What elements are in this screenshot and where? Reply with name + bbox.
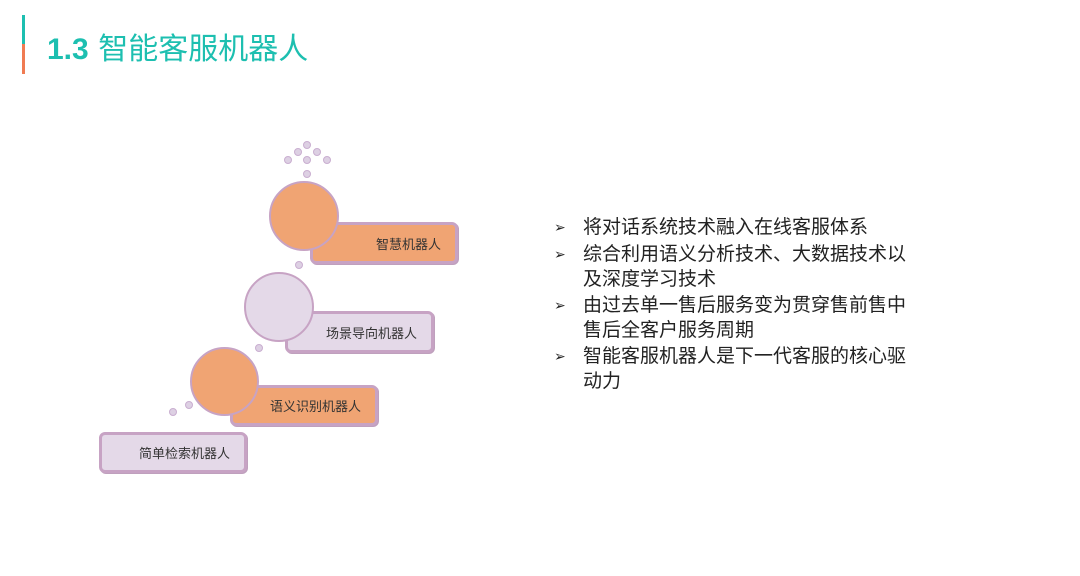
bullet-item: ➢ 由过去单一售后服务变为贯穿售前售中售后全客户服务周期 [554, 293, 924, 344]
step-label-1: 智慧机器人 [375, 237, 441, 253]
dot-icon [295, 261, 303, 269]
page-title: 1.3 智能客服机器人 [47, 30, 308, 70]
arrow-bullet-icon: ➢ [554, 220, 566, 236]
step-label-4: 简单检索机器人 [138, 447, 230, 462]
step-box-1: 智慧机器人 [310, 222, 458, 264]
step-box-4: 简单检索机器人 [99, 432, 247, 473]
bullet-text: 由过去单一售后服务变为贯穿售前售中售后全客户服务周期 [583, 293, 907, 342]
step-circle-3 [190, 347, 259, 416]
bullet-item: ➢ 智能客服机器人是下一代客服的核心驱动力 [554, 344, 924, 395]
accent-bar-top [22, 15, 25, 44]
section-number: 1.3 [47, 33, 89, 66]
dot-icon [303, 156, 311, 164]
bullet-item: ➢ 综合利用语义分析技术、大数据技术以及深度学习技术 [554, 242, 924, 293]
bullet-text: 综合利用语义分析技术、大数据技术以及深度学习技术 [583, 242, 907, 291]
bullet-list: ➢ 将对话系统技术融入在线客服体系 ➢ 综合利用语义分析技术、大数据技术以及深度… [554, 215, 924, 395]
dot-icon [313, 148, 321, 156]
step-label-2: 场景导向机器人 [325, 326, 417, 342]
dot-icon [303, 170, 311, 178]
arrow-bullet-icon: ➢ [554, 348, 566, 365]
arrow-bullet-icon: ➢ [554, 297, 566, 314]
section-title: 智能客服机器人 [98, 32, 309, 67]
bullet-text: 智能客服机器人是下一代客服的核心驱动力 [583, 344, 907, 393]
accent-bar-bottom [22, 44, 25, 74]
bullet-text: 将对话系统技术融入在线客服体系 [583, 216, 869, 238]
dot-icon [284, 156, 292, 164]
step-circle-2 [244, 272, 314, 342]
bullet-item: ➢ 将对话系统技术融入在线客服体系 [554, 215, 924, 242]
step-circle-1 [269, 181, 339, 251]
dot-icon [169, 408, 177, 416]
dot-icon [323, 156, 331, 164]
dot-icon [294, 148, 302, 156]
step-label-3: 语义识别机器人 [269, 400, 361, 415]
dot-icon [185, 401, 193, 409]
dot-icon [303, 141, 311, 149]
dot-icon [255, 344, 263, 352]
arrow-bullet-icon: ➢ [554, 246, 566, 263]
